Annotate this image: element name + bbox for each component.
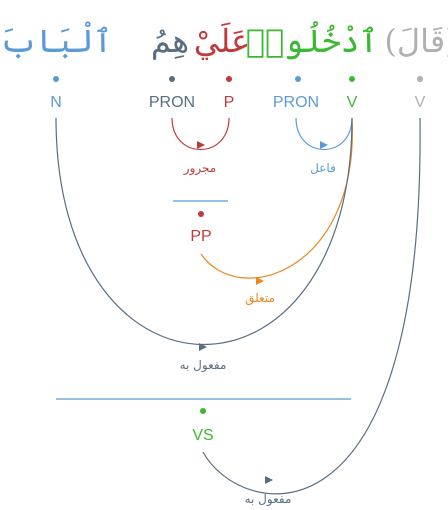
arrowhead-mafool1 [199,343,207,351]
arrowhead-mafool2 [265,476,273,484]
arrowhead-fail [320,141,328,149]
label-majrur: مجرور [183,161,216,176]
arc-fail [295,117,353,151]
word-alayhim-stem: عَلَيْ [194,22,250,60]
node-dot-v2 [349,76,355,82]
node-dot-n4 [53,76,59,82]
node-dot-pron3 [169,76,175,82]
label-fail: فاعل [310,161,336,175]
word-alayhim-suffix: هِمُ [151,22,189,60]
node-dot-pp [198,211,204,217]
tag-v2: V [347,94,358,111]
word-albab: ٱلْبَابَ [0,20,112,60]
label-mafool1: مفعول به [180,358,227,373]
arc-majrur [171,117,230,151]
arrowhead-majrur [197,141,205,149]
node-dot-vs [200,408,206,414]
node-dot-p3 [226,76,232,82]
node-dot-pron2 [295,76,301,82]
tag-n4: N [50,94,62,111]
word-qala: (قَالَ) [384,22,448,60]
tag-pron2: PRON [273,94,319,111]
node-dot-v1 [417,76,423,82]
arc-mafool2 [202,117,421,495]
word-udkhulu: ٱدْخُلُوا۟ [246,20,378,60]
arc-mutaalliq [200,117,353,279]
tag-p3: P [224,94,235,111]
label-mutaalliq: متعلق [245,291,275,306]
tag-vs: VS [192,427,213,444]
label-mafool2: مفعول به [245,492,292,507]
tag-pp: PP [190,228,211,245]
arc-mafool1 [55,117,353,346]
arrowhead-mutaalliq [256,277,264,285]
tag-v1: V [415,94,426,111]
tag-pron3: PRON [149,94,195,111]
